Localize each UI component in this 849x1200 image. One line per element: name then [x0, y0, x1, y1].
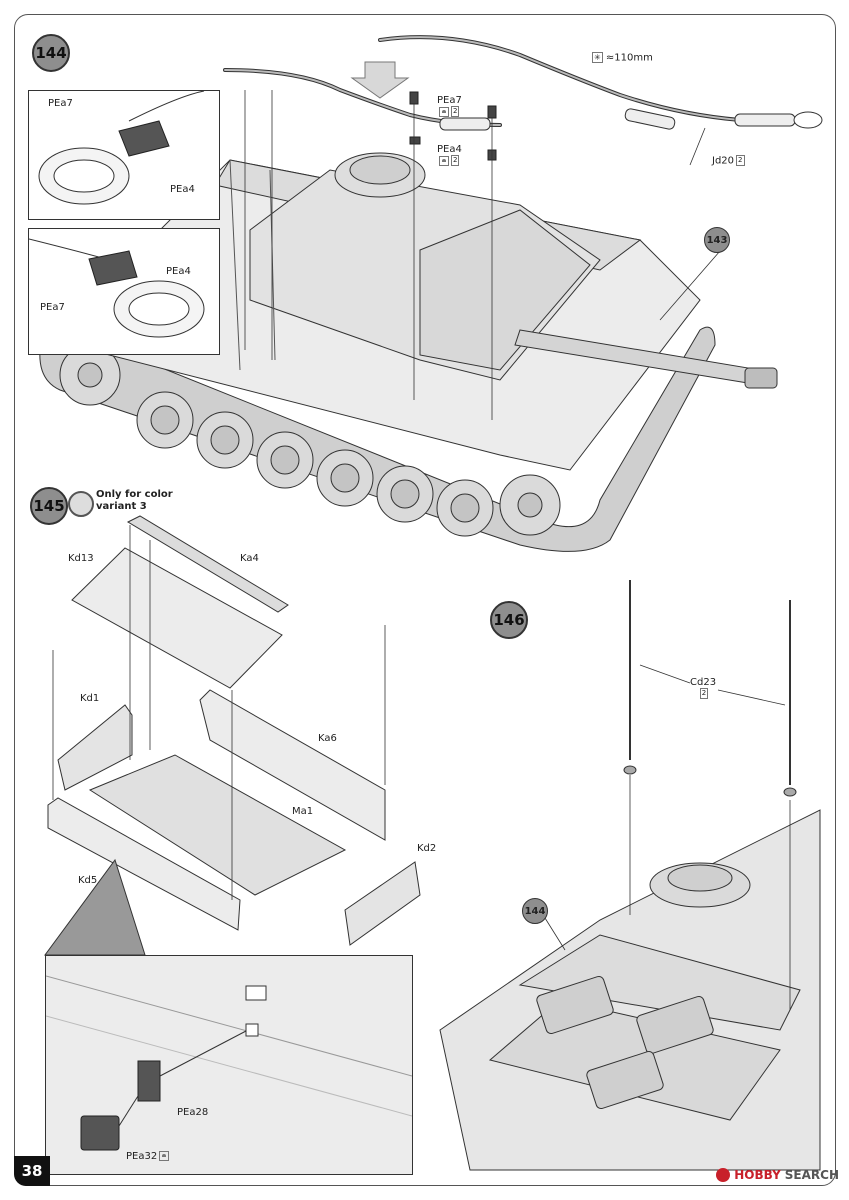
- label-kd13: Kd13: [68, 553, 94, 564]
- page-number: 38: [14, 1156, 50, 1186]
- watermark-search: SEARCH: [784, 1168, 839, 1182]
- quantity-badge: 2: [451, 106, 460, 117]
- color-variant-note: Only for color variant 3: [96, 489, 173, 513]
- quantity-badge: 2: [451, 155, 460, 166]
- tow-cable-inner: [224, 36, 741, 126]
- antenna-rods: [629, 580, 791, 785]
- detail-inset-pe-latch: [45, 955, 413, 1175]
- label-pea4-main: PEa4 2: [437, 144, 462, 167]
- step-number-144: 144: [32, 34, 70, 72]
- rear-hull-drawing: [439, 809, 821, 1171]
- label-ka4: Ka4: [240, 553, 259, 564]
- label-kd5: Kd5: [78, 875, 98, 886]
- stowage-box-drawing: [47, 515, 421, 946]
- jd20-text: Jd20: [712, 155, 735, 167]
- pea32-text: PEa32: [126, 1151, 158, 1162]
- reference-step-144: 144: [522, 898, 548, 924]
- tow-cable: [223, 35, 742, 127]
- color-note-line-2: variant 3: [96, 501, 147, 512]
- label-pea4-inset-top: PEa4: [170, 184, 195, 195]
- photo-etch-icon: [439, 106, 449, 117]
- label-pea32: PEa32: [126, 1151, 170, 1162]
- watermark-brand: HOBBY: [734, 1168, 781, 1182]
- step-number-145: 145: [30, 487, 68, 525]
- quantity-badge: 2: [699, 688, 709, 699]
- label-ma1: Ma1: [292, 806, 314, 817]
- reference-step-143: 143: [704, 227, 730, 253]
- direction-arrow: [350, 61, 410, 99]
- color-variant-icon: [68, 491, 94, 517]
- label-cable-length: ✳ ≈110mm: [590, 52, 653, 64]
- label-pea7-inset-top: PEa7: [48, 98, 73, 109]
- label-pea28: PEa28: [177, 1107, 209, 1118]
- label-kd1: Kd1: [80, 693, 100, 704]
- label-cd23: Cd23 2: [690, 677, 716, 700]
- cd23-text: Cd23: [690, 677, 717, 688]
- pea4-main-text: PEa4: [437, 144, 462, 155]
- quantity-badge: 2: [736, 155, 745, 166]
- watermark: HOBBY SEARCH: [716, 1168, 839, 1182]
- label-pea4-inset-bottom: PEa4: [166, 266, 191, 277]
- detail-inset-cable-clamp-bottom: [28, 228, 220, 355]
- photo-etch-icon: [159, 1151, 170, 1161]
- step-number-146: 146: [490, 601, 528, 639]
- cable-length-text: ≈110mm: [605, 52, 653, 64]
- detail-inset-cable-clamp-top: [28, 90, 220, 220]
- watermark-logo-icon: [716, 1168, 731, 1182]
- label-ka6: Ka6: [318, 733, 337, 744]
- label-pea7-main: PEa7 2: [437, 95, 462, 118]
- photo-etch-icon: [439, 155, 449, 166]
- label-pea7-inset-bottom: PEa7: [40, 302, 65, 313]
- cut-icon: ✳: [592, 52, 603, 63]
- color-note-line-1: Only for color: [96, 489, 173, 500]
- pea7-main-text: PEa7: [437, 95, 462, 106]
- label-kd2: Kd2: [417, 843, 437, 854]
